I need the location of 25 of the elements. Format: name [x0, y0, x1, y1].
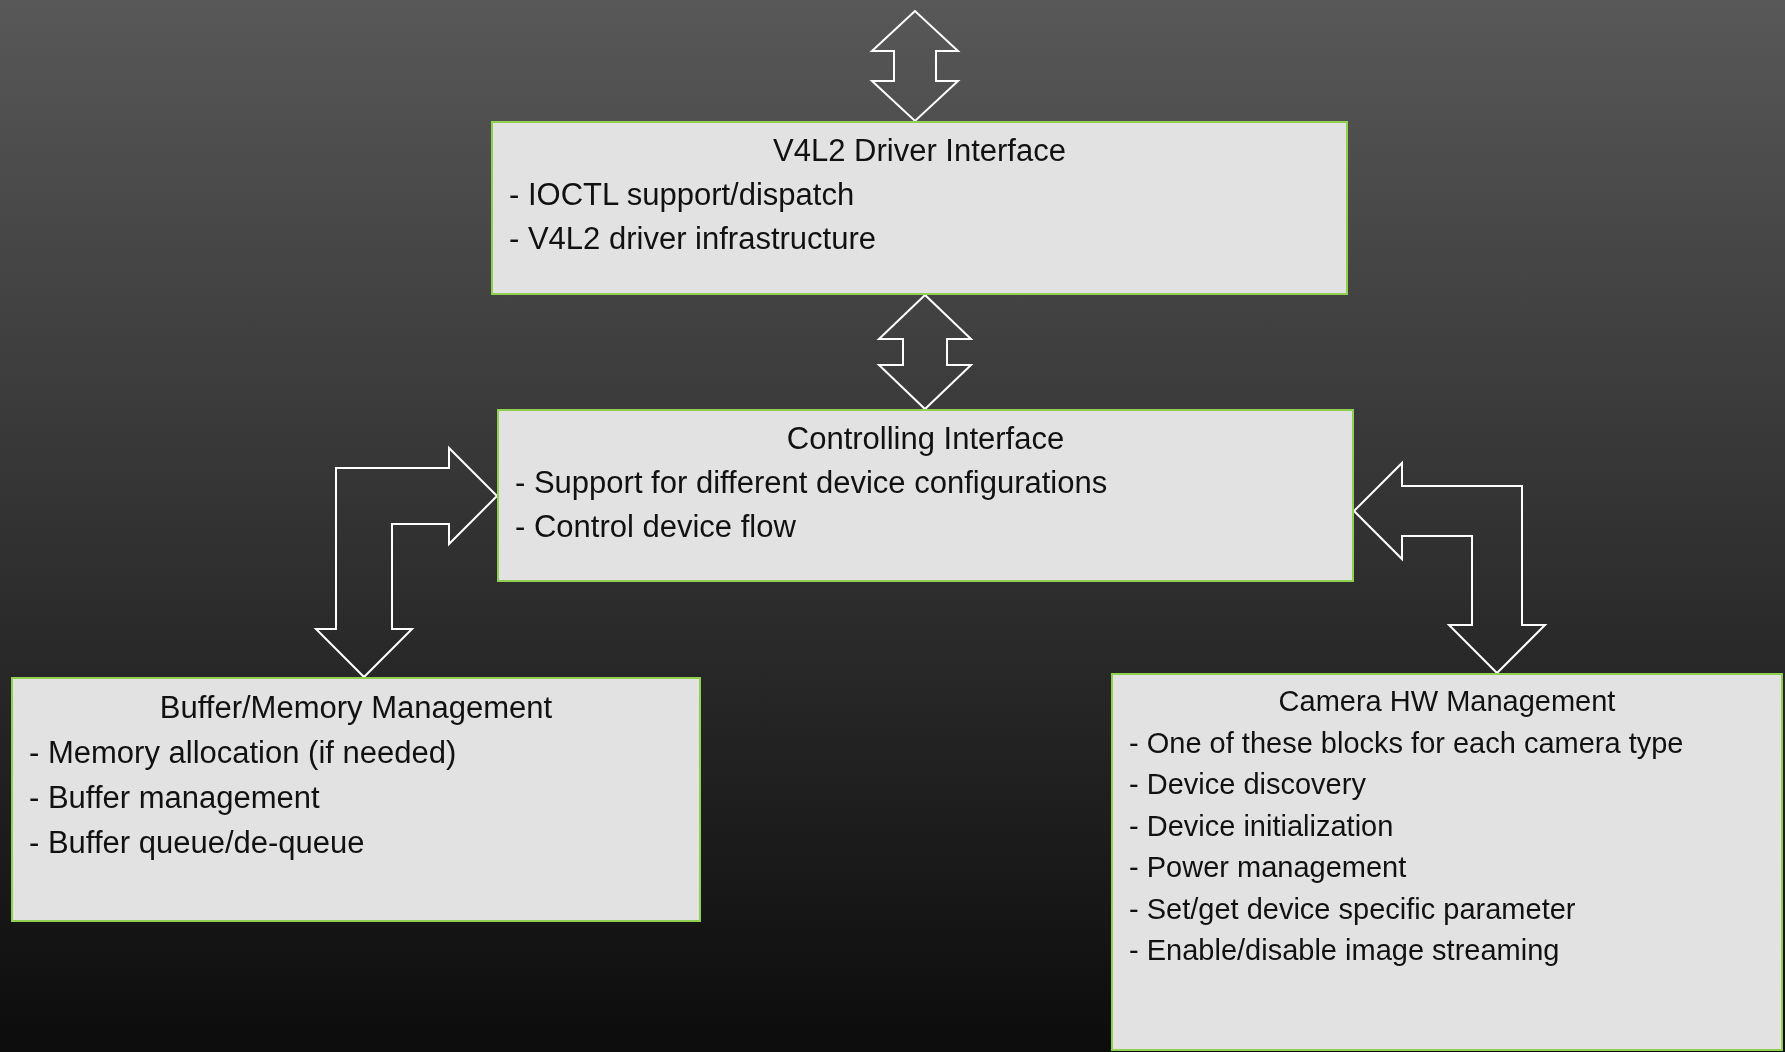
bullet-text: - Buffer management	[29, 779, 321, 817]
box-title: Camera HW Management	[1277, 684, 1617, 719]
bullet-text: - Power management	[1129, 850, 1408, 885]
process-box	[11, 677, 701, 922]
bullet-text: - Control device flow	[515, 508, 797, 546]
box-title: Controlling Interface	[785, 420, 1066, 458]
box-title: Buffer/Memory Management	[158, 689, 554, 727]
bullet-text: - Device discovery	[1129, 767, 1367, 802]
bullet-text: - Support for different device configurations	[515, 464, 1109, 502]
process-box	[491, 121, 1348, 295]
process-box	[497, 409, 1354, 582]
bullet-text: - Memory allocation (if needed)	[29, 734, 458, 772]
double-arrow	[313, 445, 499, 679]
bullet-text: - Buffer queue/de-queue	[29, 824, 366, 862]
bullet-text: - V4L2 driver infrastructure	[509, 220, 877, 258]
box-title: V4L2 Driver Interface	[772, 132, 1067, 170]
double-arrow	[876, 293, 974, 411]
double-arrow	[1352, 460, 1548, 675]
double-arrow	[869, 9, 961, 123]
process-box	[1111, 673, 1783, 1051]
bullet-text: - Set/get device specific parameter	[1129, 891, 1577, 927]
bullet-text: - IOCTL support/dispatch	[509, 176, 856, 214]
bullet-text: - Device initialization	[1129, 808, 1395, 844]
bullet-text: - Enable/disable image streaming	[1129, 933, 1561, 968]
bullet-text: - One of these blocks for each camera type	[1129, 725, 1685, 761]
